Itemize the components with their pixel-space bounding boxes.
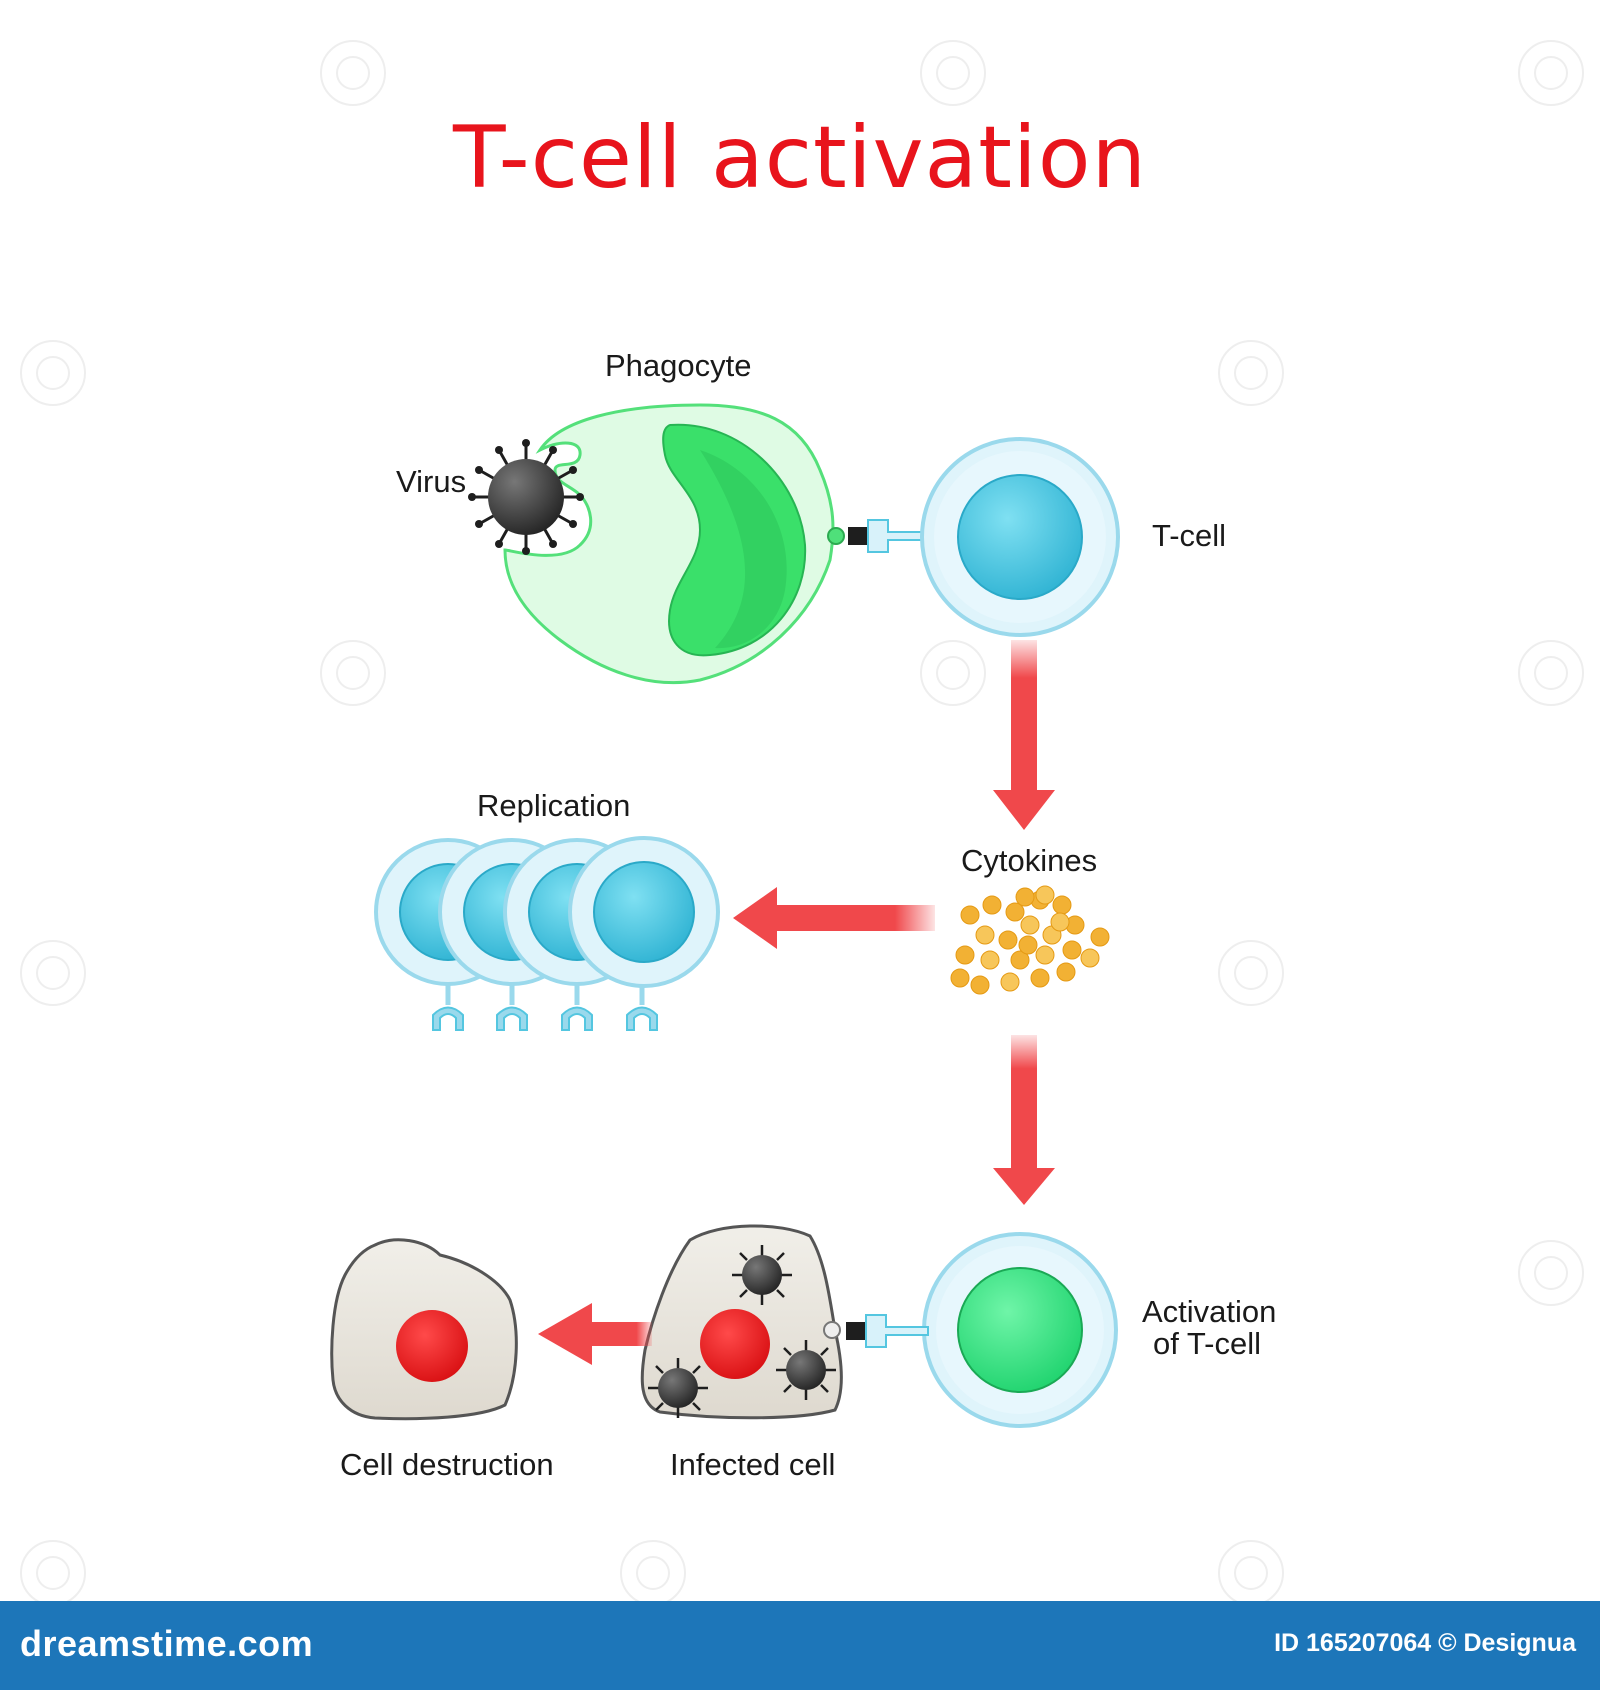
label-phagocyte: Phagocyte xyxy=(605,348,752,383)
infected-nucleus xyxy=(700,1309,770,1379)
diagram-title: T-cell activation xyxy=(453,108,1147,208)
destroyed-nucleus xyxy=(396,1310,468,1382)
watermark-spiral xyxy=(1518,640,1584,706)
arrow-left-2 xyxy=(538,1303,652,1365)
antigen-presenter-dot xyxy=(827,527,845,545)
label-replication: Replication xyxy=(477,788,631,823)
virus-particle xyxy=(732,1245,792,1305)
arrow-down-1 xyxy=(993,640,1055,830)
label-virus: Virus xyxy=(396,464,467,499)
watermark-spiral xyxy=(20,940,86,1006)
watermark-spiral xyxy=(1218,340,1284,406)
label-cell-destruction: Cell destruction xyxy=(340,1447,554,1482)
label-activation-line1: Activation xyxy=(1142,1294,1277,1329)
virus-particle xyxy=(468,439,584,555)
tcell-receptor xyxy=(848,519,931,553)
virus-particle xyxy=(648,1358,708,1418)
footer-image-id: ID 165207064 © Designua xyxy=(1274,1629,1576,1657)
infected-cell xyxy=(640,1224,843,1420)
replicated-tcell xyxy=(568,836,720,1031)
watermark-spiral xyxy=(1518,40,1584,106)
label-cytokines: Cytokines xyxy=(961,843,1098,878)
footer-brand[interactable]: dreamstime.com xyxy=(20,1623,314,1664)
replicated-tcells xyxy=(374,836,720,1031)
cytokines-cluster xyxy=(950,885,1110,995)
tcell-receptor xyxy=(846,1314,929,1348)
destroyed-cell xyxy=(330,1238,518,1421)
label-infected-cell: Infected cell xyxy=(670,1447,836,1482)
footer-bar: dreamstime.com ID 165207064 © Designua xyxy=(0,1601,1600,1690)
watermark-spiral xyxy=(320,640,386,706)
phagocyte-cell xyxy=(503,403,845,685)
virus-particle xyxy=(776,1340,836,1400)
arrow-left-1 xyxy=(733,887,935,949)
watermark-spiral xyxy=(1518,1240,1584,1306)
arrow-down-2 xyxy=(993,1035,1055,1205)
watermark-spiral xyxy=(920,40,986,106)
label-activation: Activation of T-cell xyxy=(1142,1294,1277,1361)
label-tcell: T-cell xyxy=(1152,518,1227,553)
watermark-spiral xyxy=(920,640,986,706)
watermark-spiral xyxy=(320,40,386,106)
activated-tcell xyxy=(922,1232,1118,1428)
watermark-spiral xyxy=(1218,940,1284,1006)
watermark-spiral xyxy=(20,340,86,406)
tcell xyxy=(920,437,1120,637)
diagram-canvas xyxy=(330,403,1120,1428)
label-activation-line2: of T-cell xyxy=(1153,1326,1261,1361)
